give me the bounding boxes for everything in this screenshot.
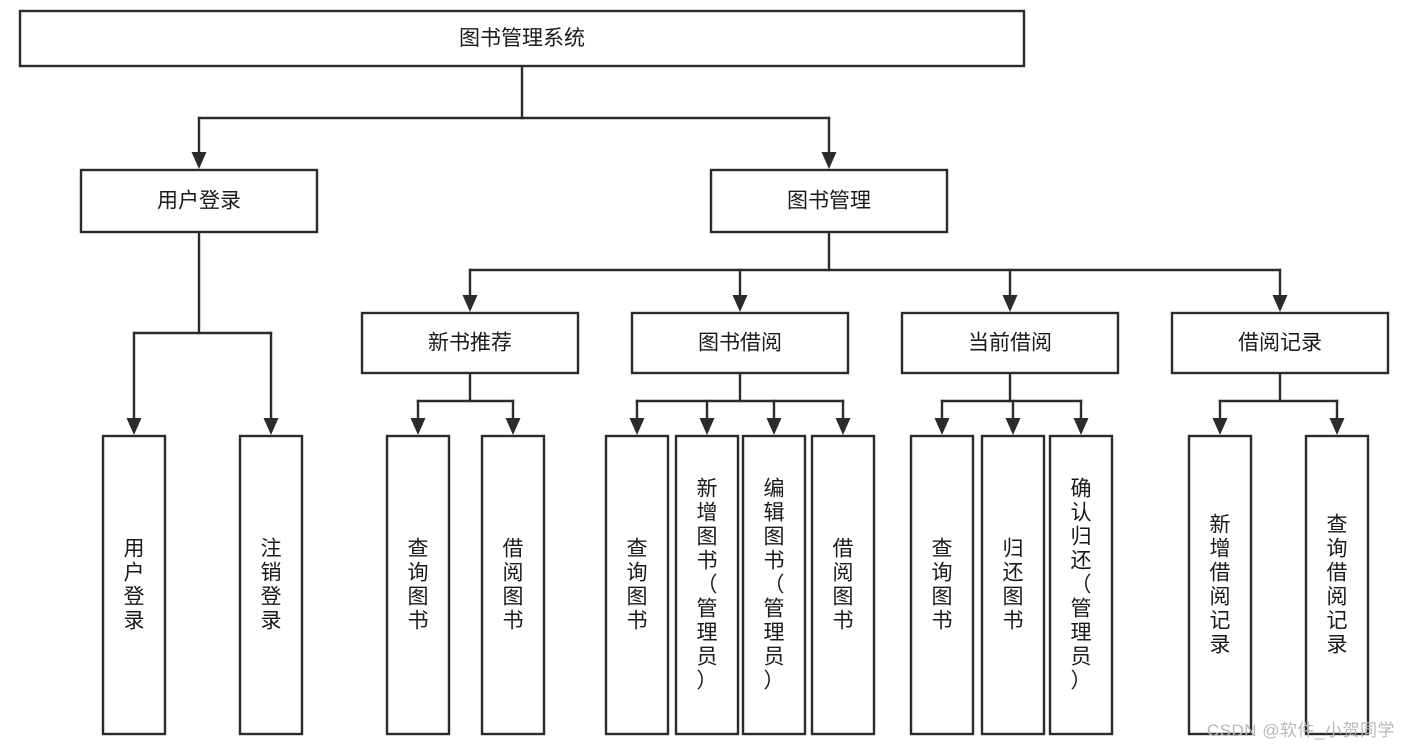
arrow-head-icon bbox=[410, 418, 426, 435]
connector-group-book-borrow bbox=[629, 371, 851, 435]
node-label-leaf-confirm-return: 确认归还（管理员） bbox=[1071, 478, 1092, 693]
connector-group-current-borrow bbox=[934, 371, 1089, 435]
arrow-head-icon bbox=[699, 418, 715, 435]
node-book-borrow[interactable]: 图书借阅 bbox=[630, 311, 850, 375]
arrow-head-icon bbox=[1329, 418, 1345, 435]
node-box-current-borrow bbox=[900, 311, 1120, 375]
node-box-leaf-add-book bbox=[674, 434, 740, 736]
node-leaf-add-book[interactable]: 新增图书（管理员） bbox=[674, 434, 740, 736]
arrow-head-icon bbox=[1212, 418, 1228, 435]
node-box-book-manage bbox=[709, 168, 949, 234]
node-label-leaf-edit-book: 编辑图书（管理员） bbox=[764, 478, 785, 693]
node-leaf-edit-book[interactable]: 编辑图书（管理员） bbox=[741, 434, 807, 736]
node-box-leaf-borrow-book-2 bbox=[810, 434, 876, 736]
node-leaf-user-login[interactable]: 用户登录 bbox=[101, 434, 167, 736]
node-box-leaf-query-book-1 bbox=[385, 434, 451, 736]
node-borrow-record[interactable]: 借阅记录 bbox=[1170, 311, 1390, 375]
node-box-leaf-user-login bbox=[101, 434, 167, 736]
arrow-head-icon bbox=[126, 418, 142, 435]
arrow-head-icon bbox=[1002, 295, 1018, 312]
arrow-head-icon bbox=[191, 152, 207, 169]
node-label-leaf-query-book-2: 查询图书 bbox=[627, 538, 648, 633]
node-new-book-rec[interactable]: 新书推荐 bbox=[360, 311, 580, 375]
node-box-book-borrow bbox=[630, 311, 850, 375]
arrow-head-icon bbox=[462, 295, 478, 312]
arrow-head-icon bbox=[835, 418, 851, 435]
node-book-manage[interactable]: 图书管理 bbox=[709, 168, 949, 234]
node-label-root: 图书管理系统 bbox=[459, 27, 585, 50]
node-box-leaf-borrow-book-1 bbox=[480, 434, 546, 736]
arrow-head-icon bbox=[766, 418, 782, 435]
node-leaf-query-record[interactable]: 查询借阅记录 bbox=[1304, 434, 1370, 736]
node-label-book-borrow: 图书借阅 bbox=[698, 332, 782, 355]
node-label-current-borrow: 当前借阅 bbox=[968, 332, 1052, 355]
node-leaf-borrow-book-2[interactable]: 借阅图书 bbox=[810, 434, 876, 736]
connector-group-root bbox=[191, 64, 837, 169]
node-label-borrow-record: 借阅记录 bbox=[1238, 332, 1322, 355]
connector-group-borrow-record bbox=[1212, 371, 1345, 435]
node-box-leaf-query-book-3 bbox=[909, 434, 975, 736]
node-box-new-book-rec bbox=[360, 311, 580, 375]
arrow-head-icon bbox=[1272, 295, 1288, 312]
node-leaf-add-record[interactable]: 新增借阅记录 bbox=[1187, 434, 1253, 736]
node-label-book-manage: 图书管理 bbox=[787, 190, 871, 213]
node-leaf-query-book-2[interactable]: 查询图书 bbox=[604, 434, 670, 736]
node-leaf-return-book[interactable]: 归还图书 bbox=[980, 434, 1046, 736]
node-current-borrow[interactable]: 当前借阅 bbox=[900, 311, 1120, 375]
node-user-login[interactable]: 用户登录 bbox=[79, 168, 319, 234]
node-label-leaf-add-book: 新增图书（管理员） bbox=[697, 478, 718, 693]
arrow-head-icon bbox=[934, 418, 950, 435]
connectors-layer bbox=[126, 64, 1345, 435]
node-box-borrow-record bbox=[1170, 311, 1390, 375]
node-label-leaf-borrow-book-2: 借阅图书 bbox=[833, 538, 854, 633]
node-label-leaf-return-book: 归还图书 bbox=[1003, 538, 1024, 633]
node-label-user-login: 用户登录 bbox=[157, 190, 241, 213]
node-box-leaf-add-record bbox=[1187, 434, 1253, 736]
connector-group-book-manage bbox=[462, 230, 1288, 312]
node-box-leaf-confirm-return bbox=[1048, 434, 1114, 736]
node-label-leaf-query-book-3: 查询图书 bbox=[932, 538, 953, 633]
arrow-head-icon bbox=[1073, 418, 1089, 435]
arrow-head-icon bbox=[263, 418, 279, 435]
arrow-head-icon bbox=[505, 418, 521, 435]
arrow-head-icon bbox=[629, 418, 645, 435]
arrow-head-icon bbox=[821, 152, 837, 169]
node-label-leaf-add-record: 新增借阅记录 bbox=[1210, 514, 1231, 657]
node-label-leaf-user-login: 用户登录 bbox=[124, 538, 145, 633]
node-label-new-book-rec: 新书推荐 bbox=[428, 332, 512, 355]
node-label-leaf-query-book-1: 查询图书 bbox=[408, 538, 429, 633]
node-box-leaf-query-book-2 bbox=[604, 434, 670, 736]
node-label-leaf-query-record: 查询借阅记录 bbox=[1327, 514, 1348, 657]
node-leaf-query-book-3[interactable]: 查询图书 bbox=[909, 434, 975, 736]
node-leaf-confirm-return[interactable]: 确认归还（管理员） bbox=[1048, 434, 1114, 736]
node-box-leaf-edit-book bbox=[741, 434, 807, 736]
arrow-head-icon bbox=[732, 295, 748, 312]
node-leaf-query-book-1[interactable]: 查询图书 bbox=[385, 434, 451, 736]
connector-group-user-login bbox=[126, 230, 279, 435]
node-leaf-logout[interactable]: 注销登录 bbox=[238, 434, 304, 736]
connector-group-new-book-rec bbox=[410, 371, 521, 435]
node-box-user-login bbox=[79, 168, 319, 234]
node-label-leaf-borrow-book-1: 借阅图书 bbox=[503, 538, 524, 633]
node-label-leaf-logout: 注销登录 bbox=[261, 538, 282, 633]
node-box-leaf-query-record bbox=[1304, 434, 1370, 736]
arrow-head-icon bbox=[1005, 418, 1021, 435]
node-box-leaf-return-book bbox=[980, 434, 1046, 736]
nodes-layer: 图书管理系统用户登录图书管理新书推荐图书借阅当前借阅借阅记录用户登录注销登录查询… bbox=[18, 9, 1390, 736]
node-box-leaf-logout bbox=[238, 434, 304, 736]
node-box-root bbox=[18, 9, 1026, 68]
node-root[interactable]: 图书管理系统 bbox=[18, 9, 1026, 68]
node-leaf-borrow-book-1[interactable]: 借阅图书 bbox=[480, 434, 546, 736]
